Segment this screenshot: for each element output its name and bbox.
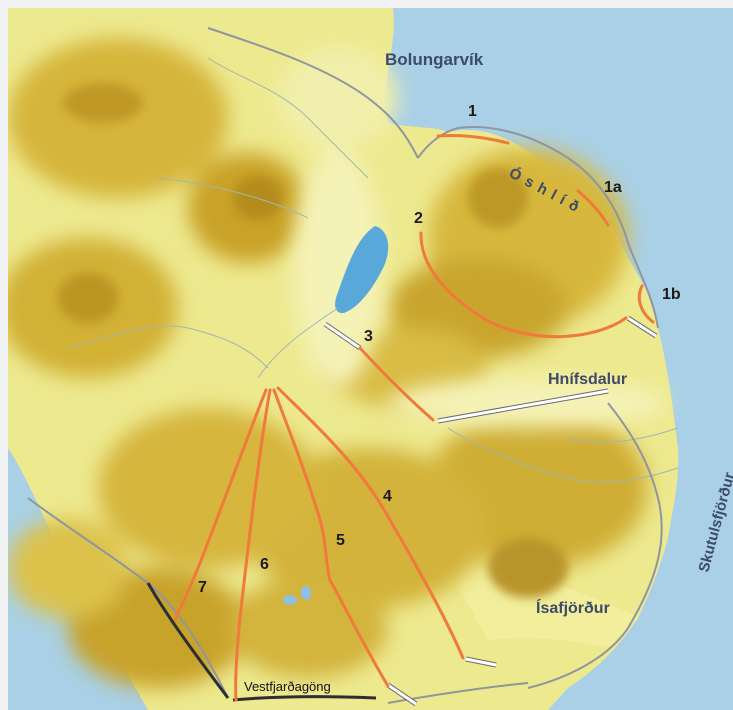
streams: [67, 57, 679, 483]
route-4: [276, 386, 465, 660]
tunnel-line: [232, 695, 377, 702]
road-west: [27, 497, 229, 699]
route-7: [173, 388, 268, 622]
lake: [335, 226, 389, 314]
topographic-map: Bolungarvík Hnífsdalur Ísafjörður Skutul…: [8, 8, 733, 710]
road-hnifsdalur: [527, 402, 663, 689]
label-tunnel: Vestfjarðagöng: [244, 679, 331, 694]
map-frame: Bolungarvík Hnífsdalur Ísafjörður Skutul…: [8, 8, 733, 710]
roads: [27, 27, 663, 704]
route-6: [234, 388, 272, 702]
tunnel-markers: [323, 315, 658, 707]
route-1: [436, 134, 510, 145]
route-number-labels: 1 1a 1b 2 3 4 5 6 7: [198, 103, 681, 596]
terrain-peaks: [58, 83, 568, 598]
route-lines: [173, 134, 655, 702]
route-label-2: 2: [414, 210, 423, 227]
road-valley: [387, 682, 529, 704]
label-hnifsdalur: Hnífsdalur: [548, 371, 627, 388]
route-5: [272, 388, 390, 688]
pond: [283, 595, 297, 605]
main-road: [146, 582, 377, 702]
road-oshlid: [417, 126, 659, 329]
isafjordur-spit: [448, 566, 638, 648]
route-3: [358, 346, 435, 422]
route-label-1b: 1b: [662, 286, 681, 303]
pond: [301, 586, 311, 600]
route-1a: [576, 189, 610, 227]
route-1b: [637, 284, 655, 324]
southeast-shore: [608, 608, 733, 710]
west-fjord: [8, 448, 148, 710]
road-bolungarvik: [207, 27, 419, 159]
route-2: [419, 231, 628, 339]
route-label-4: 4: [383, 488, 392, 505]
route-label-1: 1: [468, 103, 477, 120]
route-label-3: 3: [364, 328, 373, 345]
route-label-7: 7: [198, 579, 207, 596]
route-label-1a: 1a: [604, 179, 622, 196]
label-bolungarvik: Bolungarvík: [385, 50, 484, 69]
route-label-6: 6: [260, 556, 269, 573]
label-isafjordur: Ísafjörður: [536, 598, 610, 617]
route-label-5: 5: [336, 532, 345, 549]
